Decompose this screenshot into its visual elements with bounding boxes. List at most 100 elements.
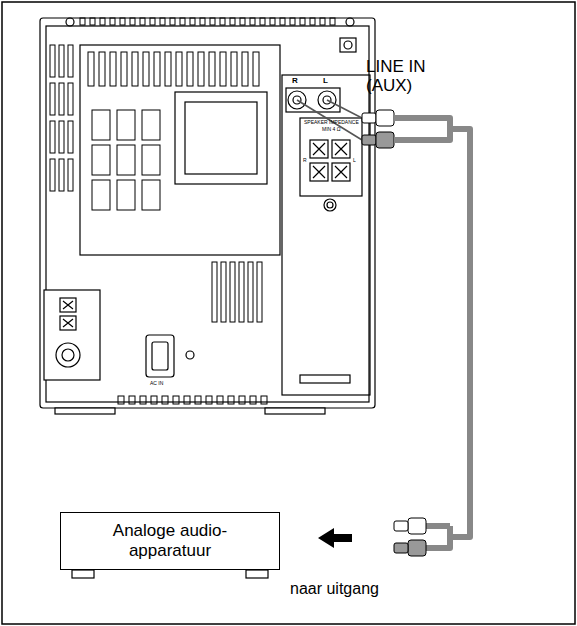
panel-marking: R [303,158,307,164]
vent-slot [198,52,204,86]
vent-slot [140,18,145,25]
vent-slot [59,83,64,115]
vent-slot [151,396,157,404]
vent-slot [160,18,165,25]
vent-slot [110,52,116,86]
vent-slot [242,52,248,86]
vent-slot [68,45,73,77]
vent-slot [190,18,195,25]
vent-slot [50,159,55,191]
vent-slot [50,121,55,153]
vent-slot [90,18,95,25]
vent-slot [92,180,110,210]
vent-slot [176,52,182,86]
vent-slot [253,52,259,86]
input-label: LINE IN (AUX) [366,58,456,95]
vent-slot [92,145,110,175]
vent-slot [68,159,73,191]
panel-marking: L [323,77,328,86]
vent-slot [239,262,244,322]
vent-slot [320,18,325,25]
vent-slot [130,18,135,25]
panel-marking: L [353,158,356,164]
vent-slots [50,18,335,404]
vent-slot [239,396,245,404]
vent-slot [210,18,215,25]
vent-slot [150,18,155,25]
vent-slot [300,18,305,25]
vent-slot [180,18,185,25]
vent-slot [59,121,64,153]
vent-slot [110,18,115,25]
vent-slot [50,83,55,115]
vent-slot [154,52,160,86]
vent-slot [290,18,295,25]
vent-slot [184,396,190,404]
device-housing [40,18,375,414]
vent-slot [129,396,135,404]
vent-slot [221,262,226,322]
vent-slot [132,52,138,86]
vent-slot [310,18,315,25]
vent-slot [228,396,234,404]
vent-slot [142,145,160,175]
equipment-box: Analoge audio-apparatuur [60,512,280,570]
vent-slot [261,396,267,404]
vent-slot [117,110,135,140]
vent-slot [99,52,105,86]
vent-slot [231,52,237,86]
vent-slot [209,52,215,86]
vent-slot [170,18,175,25]
vent-slot [120,18,125,25]
note-label: naar uitgang [290,580,379,598]
vent-slot [50,45,55,77]
vent-slot [118,396,124,404]
vent-slot [260,18,265,25]
panel-marking: MIN 4 Ω [322,127,340,133]
vent-slot [270,18,275,25]
equipment-feet [72,570,268,578]
vent-slot [220,52,226,86]
vent-slot [195,396,201,404]
vent-slot [68,121,73,153]
direction-arrow [318,528,352,548]
vent-slot [80,18,85,25]
vent-slot [220,18,225,25]
vent-slot [92,110,110,140]
vent-slot [142,110,160,140]
vent-slot [230,262,235,322]
vent-slot [187,52,193,86]
vent-slot [230,18,235,25]
vent-slot [280,18,285,25]
vent-slot [117,180,135,210]
vent-slot [257,262,262,322]
audio-cable [297,100,470,556]
panel-marking: AC IN [150,381,163,387]
panel-marking: R [292,77,298,86]
vent-slot [117,145,135,175]
vent-slot [250,18,255,25]
vent-slot [162,396,168,404]
vent-slot [165,52,171,86]
vent-slot [217,396,223,404]
vent-slot [330,18,335,25]
box-text: Analoge audio-apparatuur [100,521,240,562]
vent-slot [142,180,160,210]
vent-slot [121,52,127,86]
vent-slot [250,396,256,404]
vent-slot [206,396,212,404]
vent-slot [173,396,179,404]
panel-marking: SPEAKER IMPEDANCE [304,120,359,126]
vent-slot [100,18,105,25]
vent-slot [200,18,205,25]
vent-slot [88,52,94,86]
vent-slot [143,52,149,86]
vent-slot [240,18,245,25]
vent-slot [212,262,217,322]
vent-slot [68,83,73,115]
vent-slot [59,159,64,191]
vent-slot [59,45,64,77]
vent-slot [248,262,253,322]
vent-slot [140,396,146,404]
